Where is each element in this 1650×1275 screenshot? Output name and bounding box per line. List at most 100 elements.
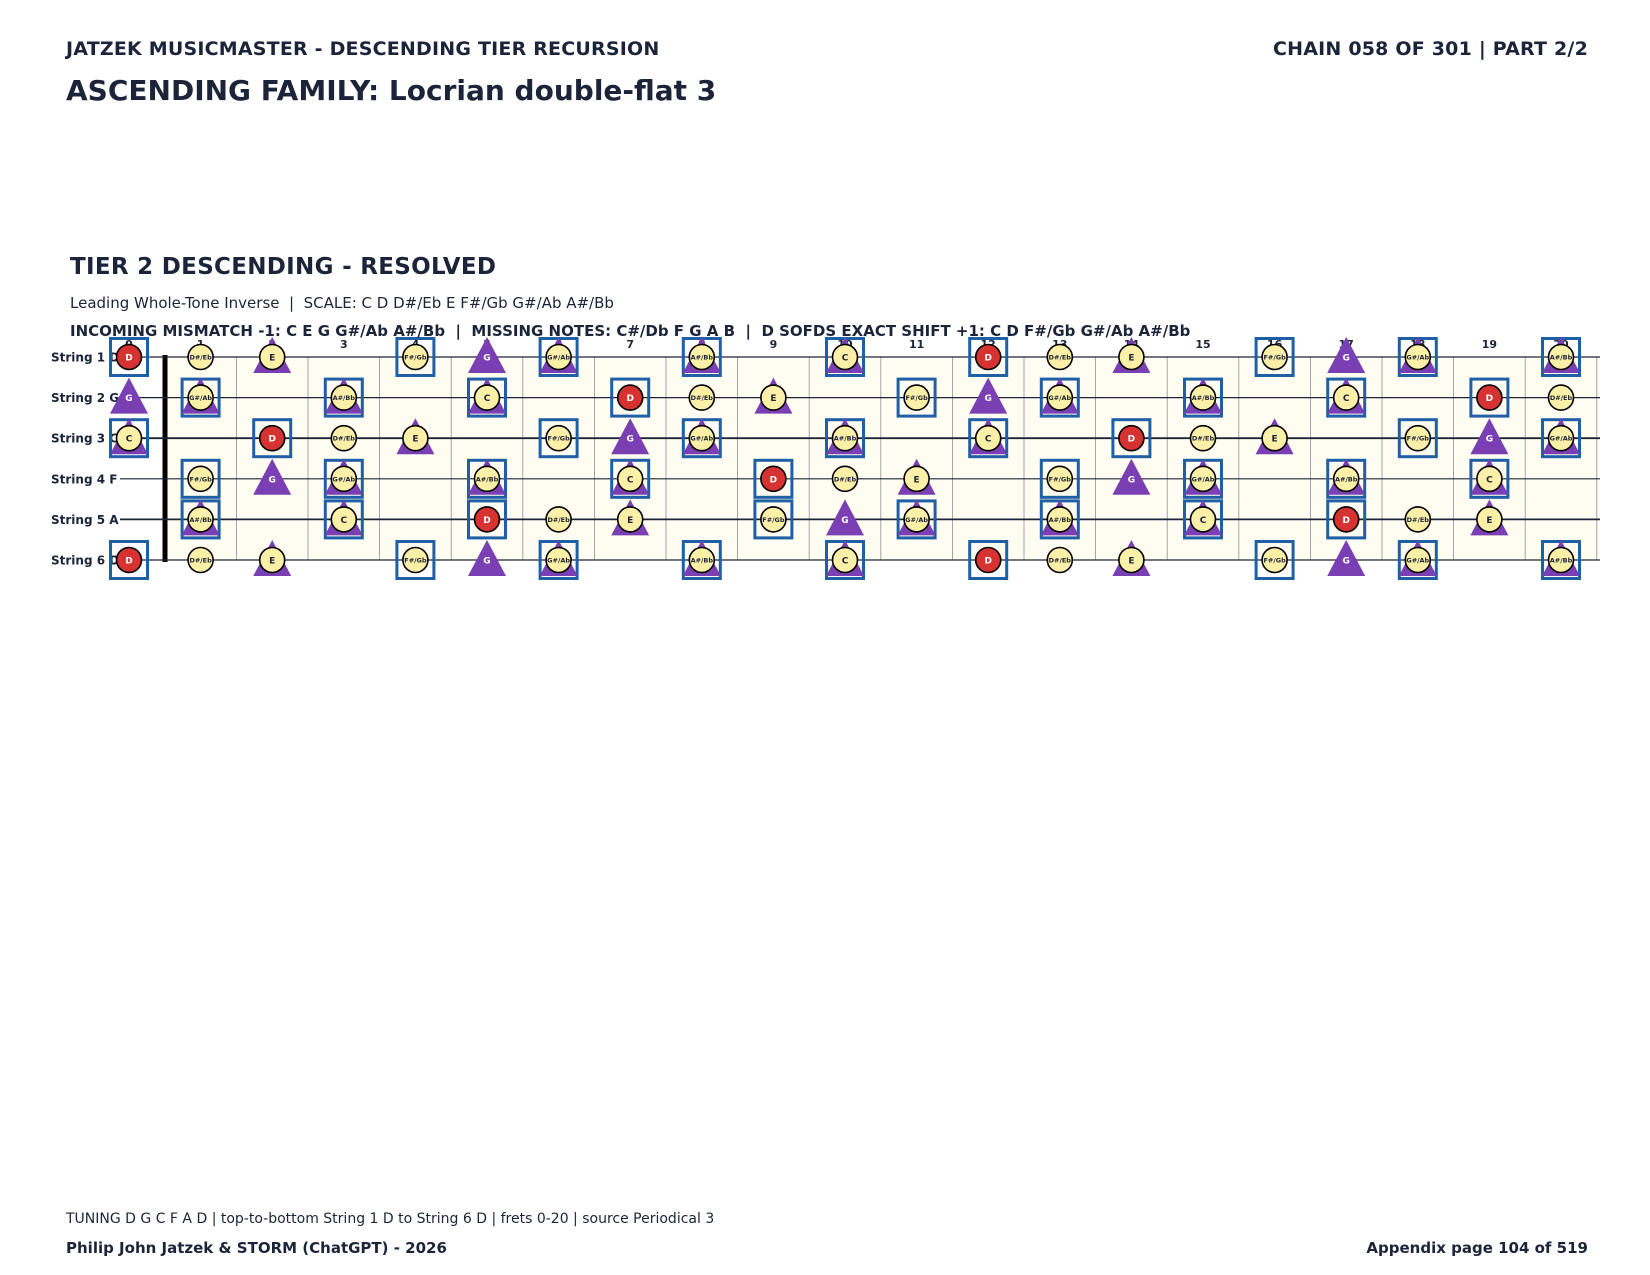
note-marker: E bbox=[396, 418, 435, 455]
scale-note-dot bbox=[1189, 384, 1217, 411]
note-label: E bbox=[1128, 557, 1134, 567]
note-marker: C bbox=[968, 418, 1009, 459]
scale-note-dot bbox=[330, 384, 358, 411]
note-label: A#/Bb bbox=[834, 435, 857, 443]
note-marker: G bbox=[1112, 458, 1151, 495]
mismatch-triangle bbox=[826, 499, 864, 536]
note-marker: A#/Bb bbox=[1541, 337, 1581, 377]
note-marker: G#/Ab bbox=[538, 337, 579, 377]
note-marker: C bbox=[1469, 458, 1510, 499]
root-note-dot bbox=[616, 384, 644, 411]
note-marker: D bbox=[467, 499, 507, 540]
note-label: G bbox=[269, 475, 276, 485]
root-note-dot bbox=[1118, 424, 1145, 452]
target-box bbox=[1039, 458, 1080, 499]
root-note-dot bbox=[760, 465, 787, 493]
scale-note-dot bbox=[1118, 343, 1145, 371]
scale-note-dot bbox=[760, 384, 787, 411]
scale-note-dot bbox=[616, 465, 644, 493]
note-label: C bbox=[985, 435, 992, 445]
note-label: E bbox=[1128, 354, 1134, 364]
note-marker: E bbox=[253, 540, 292, 576]
note-marker: C bbox=[323, 499, 364, 540]
mismatch-triangle bbox=[468, 337, 506, 373]
target-box bbox=[1111, 418, 1152, 459]
note-label: A#/Bb bbox=[1192, 394, 1215, 402]
mismatch-triangle bbox=[468, 540, 506, 576]
note-marker: D#/Eb bbox=[330, 424, 358, 452]
root-note-dot bbox=[974, 343, 1002, 371]
scale-note-dot bbox=[1404, 424, 1432, 452]
note-marker: E bbox=[611, 499, 650, 536]
scale-note-dot bbox=[1118, 546, 1145, 574]
note-marker: G bbox=[826, 499, 864, 536]
scale-note-dot bbox=[1404, 546, 1432, 574]
note-label: G#/Ab bbox=[1192, 475, 1215, 483]
note-label: F#/Gb bbox=[1263, 354, 1286, 362]
note-label: F#/Gb bbox=[1049, 475, 1072, 483]
target-box bbox=[1254, 540, 1295, 580]
note-label: D bbox=[483, 516, 490, 526]
scale-note-dot bbox=[688, 546, 716, 574]
note-marker: G#/Ab bbox=[896, 499, 937, 540]
fretboard-background bbox=[165, 357, 1600, 560]
note-label: D bbox=[626, 394, 633, 404]
scale-note-dot bbox=[115, 424, 143, 452]
note-marker: D bbox=[252, 418, 293, 459]
scale-note-dot bbox=[1189, 506, 1217, 533]
note-marker: F#/Gb bbox=[753, 499, 794, 540]
note-marker: E bbox=[1112, 540, 1151, 576]
note-label: E bbox=[1486, 516, 1492, 526]
note-marker: A#/Bb bbox=[1039, 499, 1080, 540]
note-label: C bbox=[1200, 516, 1207, 526]
tier-info: INCOMING MISMATCH -1: C E G G#/Ab A#/Bb … bbox=[70, 322, 1191, 340]
note-label: A#/Bb bbox=[189, 516, 212, 524]
note-marker: D#/Eb bbox=[1547, 384, 1575, 411]
target-box bbox=[968, 337, 1009, 377]
scale-note-dot bbox=[1261, 343, 1288, 371]
note-label: D#/Eb bbox=[189, 354, 212, 362]
note-marker: E bbox=[754, 377, 793, 414]
scale-note-dot bbox=[545, 546, 572, 574]
note-marker: D#/Eb bbox=[1046, 546, 1074, 574]
scale-note-dot bbox=[616, 506, 644, 533]
note-marker: A#/Bb bbox=[681, 540, 722, 580]
note-label: G bbox=[627, 435, 634, 445]
note-label: D bbox=[125, 557, 132, 567]
scale-note-dot bbox=[545, 424, 572, 452]
string-label: String 6 D bbox=[51, 554, 119, 568]
note-marker: F#/Gb bbox=[180, 458, 221, 499]
note-label: D bbox=[770, 475, 777, 485]
note-label: D#/Eb bbox=[1049, 354, 1072, 362]
note-label: D#/Eb bbox=[547, 516, 570, 524]
note-label: G bbox=[1128, 475, 1135, 485]
note-marker: F#/Gb bbox=[1254, 540, 1295, 580]
note-label: G#/Ab bbox=[1406, 557, 1429, 565]
note-label: C bbox=[627, 475, 634, 485]
note-marker: C bbox=[610, 458, 651, 499]
string-label: String 3 C bbox=[51, 432, 118, 446]
scale-note-dot bbox=[831, 546, 859, 574]
note-label: D bbox=[1342, 516, 1349, 526]
note-marker: D#/Eb bbox=[1189, 424, 1217, 452]
note-label: D bbox=[1486, 394, 1493, 404]
note-marker: A#/Bb bbox=[681, 337, 722, 377]
note-label: G#/Ab bbox=[189, 394, 212, 402]
scale-note-dot bbox=[688, 384, 716, 411]
note-label: G#/Ab bbox=[905, 516, 928, 524]
note-label: G bbox=[841, 516, 848, 526]
note-label: A#/Bb bbox=[476, 475, 499, 483]
note-marker: D#/Eb bbox=[545, 506, 572, 533]
note-marker: D bbox=[1111, 418, 1152, 459]
scale-note-dot bbox=[187, 506, 214, 533]
note-label: F#/Gb bbox=[1407, 435, 1430, 443]
scale-note-dot bbox=[1046, 465, 1074, 493]
note-marker: D bbox=[109, 540, 149, 580]
note-label: C bbox=[126, 435, 133, 445]
scale-note-dot bbox=[1547, 424, 1575, 452]
note-label: A#/Bb bbox=[1049, 516, 1072, 524]
scale-note-dot bbox=[760, 506, 787, 533]
mismatch-triangle bbox=[253, 458, 292, 495]
note-label: A#/Bb bbox=[333, 394, 356, 402]
